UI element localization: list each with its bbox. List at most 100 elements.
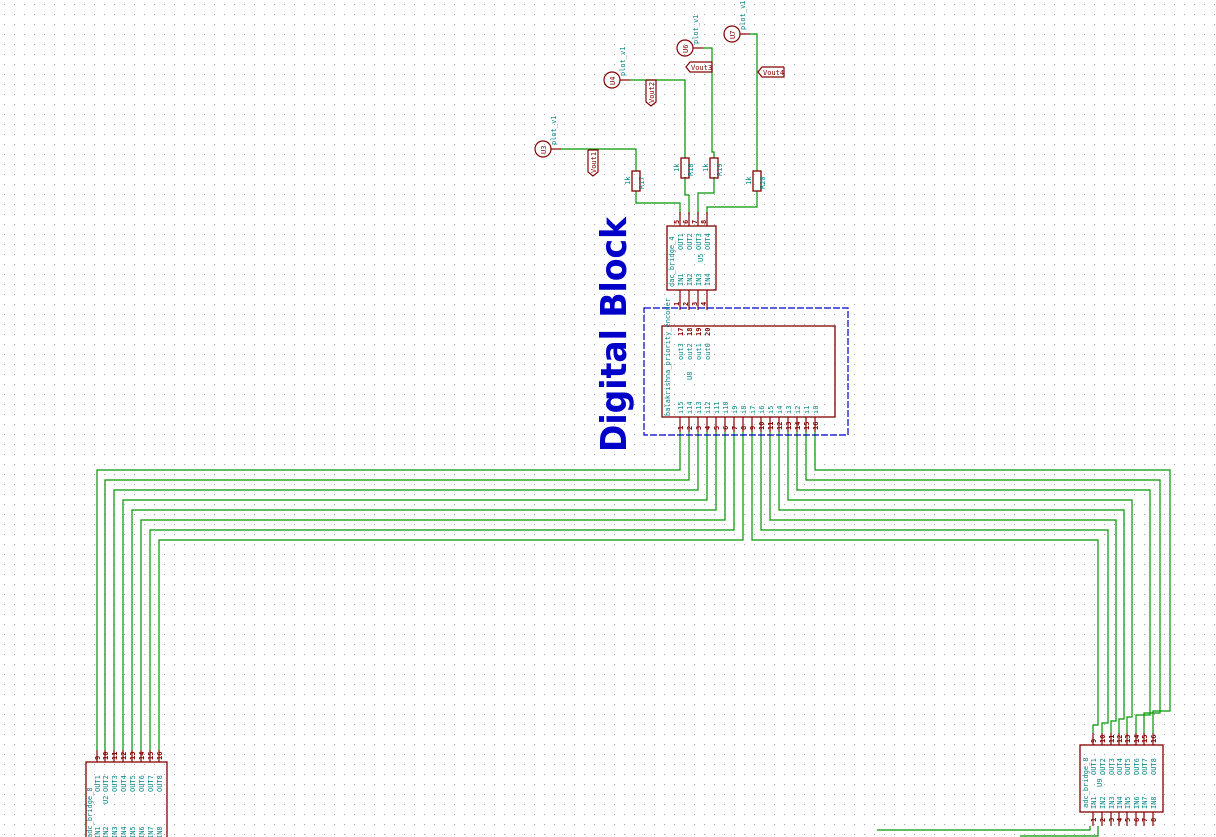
pin-number: 19: [695, 328, 703, 336]
components: U3plot_v1Vout1U4plot_v1Vout2U6plot_v1Vou…: [85, 0, 1164, 837]
pin-name: OUT4: [704, 233, 712, 250]
pin-number: 11: [1108, 735, 1116, 743]
pin-name: OUT8: [156, 775, 164, 792]
pin-number: 13: [785, 422, 793, 430]
pin-name: OUT4: [120, 775, 128, 792]
bus-wire-left[interactable]: [131, 432, 717, 750]
net-label-text: Vout1: [590, 152, 598, 173]
pin-name: OUT6: [138, 775, 146, 792]
bus-wire-left[interactable]: [104, 432, 690, 750]
bus-wire-left[interactable]: [122, 432, 708, 750]
wire[interactable]: [635, 191, 681, 215]
pin-number: 3: [691, 302, 699, 306]
pin-name: i0: [812, 406, 820, 414]
pin-name: OUT5: [1124, 758, 1132, 775]
pin-number: 11: [767, 422, 775, 430]
resistor-r19[interactable]: [709, 157, 719, 179]
pin-name: i9: [731, 406, 739, 414]
probe-value: plot_v1: [739, 0, 747, 30]
pin-name: IN2: [102, 826, 110, 837]
pin-number: 16: [1150, 735, 1158, 743]
resistor-r18[interactable]: [680, 157, 690, 179]
dac-bridge-u5[interactable]: [666, 225, 717, 291]
bus-wire-left[interactable]: [113, 432, 699, 750]
component-name: dac_bridge_4: [668, 236, 676, 287]
bus-wire-right[interactable]: [787, 432, 1133, 733]
resistor-ref: R20: [759, 176, 767, 189]
bus-wire-left[interactable]: [96, 432, 681, 750]
component-name: adc_bridge_8: [86, 787, 94, 837]
pin-name: out1: [695, 343, 703, 360]
pin-name: OUT1: [677, 233, 685, 250]
wire[interactable]: [684, 177, 690, 215]
pin-name: IN2: [1099, 796, 1107, 809]
pin-name: i14: [686, 401, 694, 414]
adc-bridge-u9[interactable]: [1079, 744, 1164, 813]
pin-number: 1: [677, 426, 685, 430]
resistor-ref: R18: [687, 163, 695, 176]
pin-number: 9: [94, 756, 102, 760]
wire[interactable]: [561, 148, 637, 171]
net-label-vout1: [587, 149, 599, 177]
adc-bridge-u2[interactable]: [85, 761, 168, 837]
pin-name: i2: [794, 406, 802, 414]
priority-encoder-u8[interactable]: [661, 325, 836, 418]
resistor-value: 1k: [745, 176, 753, 185]
bus-wire-right[interactable]: [751, 432, 1099, 733]
pin-name: OUT3: [1108, 758, 1116, 775]
pin-number: 14: [794, 422, 802, 430]
pin-number: 5: [673, 220, 681, 224]
wire[interactable]: [1020, 826, 1099, 837]
resistor-r20[interactable]: [752, 170, 762, 192]
bus-wire-right[interactable]: [769, 432, 1117, 733]
pin-number: 6: [1133, 818, 1141, 822]
pin-number: 7: [1141, 818, 1149, 822]
probe-value: plot_v1: [619, 46, 627, 76]
pin-number: 8: [740, 426, 748, 430]
net-label-vout4: [757, 66, 785, 78]
wire[interactable]: [697, 177, 715, 215]
pin-number: 15: [1141, 735, 1149, 743]
bus-wire-left[interactable]: [149, 432, 735, 750]
wire[interactable]: [703, 47, 715, 158]
pin-name: out2: [686, 343, 694, 360]
bus-wire-right[interactable]: [796, 432, 1151, 733]
wire[interactable]: [750, 33, 758, 171]
pin-name: IN3: [111, 826, 119, 837]
pin-name: i12: [704, 401, 712, 414]
bus-wire-left[interactable]: [158, 432, 744, 750]
pin-name: IN5: [1124, 796, 1132, 809]
resistor-value: 1k: [702, 163, 710, 172]
pin-number: 10: [758, 422, 766, 430]
wire[interactable]: [877, 826, 1091, 831]
resistor-r17[interactable]: [631, 170, 641, 192]
component-ref: U8: [686, 372, 694, 380]
pin-number: 15: [147, 752, 155, 760]
pin-name: OUT2: [686, 233, 694, 250]
pin-name: i10: [722, 401, 730, 414]
net-label-vout2: [645, 79, 657, 107]
bus-wire-right[interactable]: [778, 432, 1125, 733]
bus-wire-right[interactable]: [760, 432, 1109, 733]
net-label-text: Vout4: [763, 69, 784, 77]
pin-number: 15: [803, 422, 811, 430]
pin-number: 18: [686, 328, 694, 336]
sheet-title: Digital Block: [594, 216, 635, 452]
wire[interactable]: [706, 191, 758, 215]
pin-name: IN5: [129, 826, 137, 837]
pin-name: i1: [803, 406, 811, 414]
pin-number: 6: [722, 426, 730, 430]
probe-ref: U6: [682, 45, 690, 53]
net-label-vout3: [685, 61, 713, 73]
net-label-text: Vout3: [691, 64, 712, 72]
resistor-value: 1k: [624, 176, 632, 185]
bus-wire-right[interactable]: [805, 432, 1161, 733]
pin-number: 3: [695, 426, 703, 430]
bus-wire-right[interactable]: [814, 432, 1171, 733]
pin-number: 8: [700, 220, 708, 224]
probe-ref: U7: [729, 31, 737, 39]
pin-name: out0: [704, 343, 712, 360]
bus-wire-left[interactable]: [140, 432, 726, 750]
pin-name: IN1: [1090, 796, 1098, 809]
